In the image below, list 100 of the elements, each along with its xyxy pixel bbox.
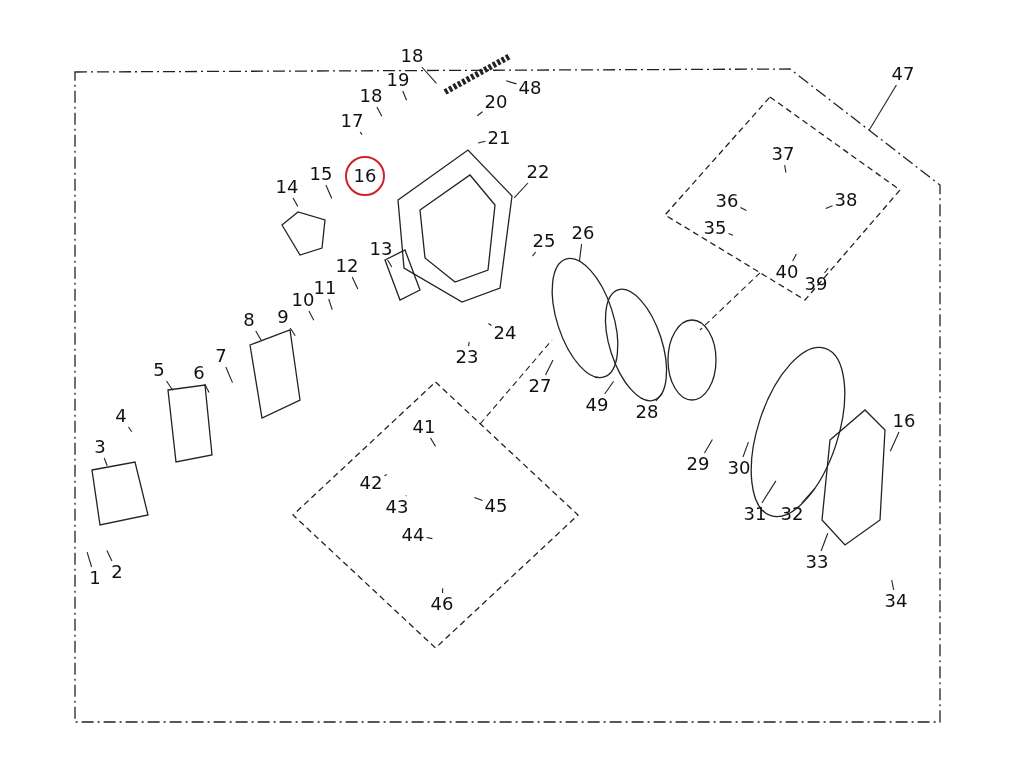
callout-number: 2 (110, 562, 124, 582)
callout-number: 28 (634, 402, 660, 422)
leader-line (421, 66, 438, 84)
callout-number: 18 (399, 46, 425, 66)
leader-line (891, 579, 895, 591)
leader-line (761, 480, 777, 504)
callout-number: 9 (276, 307, 290, 327)
leader-line (106, 549, 113, 562)
callout-number: 36 (714, 191, 740, 211)
leader-line (784, 164, 787, 174)
callout-number: 26 (570, 223, 596, 243)
callout-number: 16 (891, 411, 917, 431)
leader-line (292, 197, 299, 207)
leader-line (820, 532, 829, 552)
callout-number: 20 (483, 92, 509, 112)
leader-line (578, 243, 583, 262)
leader-line (703, 438, 713, 454)
leader-line (531, 251, 537, 257)
leader-line (727, 232, 734, 236)
leader-line (225, 366, 234, 384)
leader-line (801, 487, 816, 504)
leader-line (468, 341, 470, 347)
callout-number: 22 (525, 162, 551, 182)
callout-number: 33 (804, 552, 830, 572)
leader-line (544, 359, 554, 376)
leader-line (86, 551, 93, 568)
leader-line (376, 106, 383, 117)
callout-number: 17 (339, 111, 365, 131)
leader-line (127, 426, 133, 433)
callout-number: 19 (385, 70, 411, 90)
leader-line (792, 253, 797, 262)
callout-number: 24 (492, 323, 518, 343)
leader-line (204, 383, 210, 393)
leader-line (383, 473, 388, 477)
callout-number: 23 (454, 347, 480, 367)
callout-number: 34 (883, 591, 909, 611)
leader-line (103, 457, 108, 467)
leader-line (328, 298, 333, 311)
leader-line (477, 140, 487, 144)
leader-line (823, 267, 829, 274)
leader-line (405, 494, 407, 497)
leader-line (441, 587, 444, 594)
callout-number: 7 (214, 346, 228, 366)
callout-number: 27 (527, 376, 553, 396)
callout-number: 29 (685, 454, 711, 474)
callout-number: 6 (192, 363, 206, 383)
leader-line (325, 184, 333, 200)
leader-line (402, 90, 408, 101)
callout-number: 25 (531, 231, 557, 251)
callout-number: 47 (890, 64, 916, 84)
leader-line (473, 496, 484, 502)
leader-line (359, 131, 363, 136)
callout-number: 13 (368, 239, 394, 259)
callout-number: 45 (483, 496, 509, 516)
leader-line (308, 310, 315, 321)
leader-line (825, 205, 834, 210)
callout-number: 49 (584, 395, 610, 415)
callout-number: 35 (702, 218, 728, 238)
callout-number: 40 (774, 262, 800, 282)
callout-number: 8 (242, 310, 256, 330)
callout-number: 4 (114, 406, 128, 426)
callout-number: 14 (274, 177, 300, 197)
leader-line (505, 80, 518, 85)
callout-number: 41 (411, 417, 437, 437)
leader-line (387, 259, 393, 268)
circled-callout-number: 16 (345, 156, 385, 196)
callout-number: 43 (384, 497, 410, 517)
callout-number: 39 (803, 274, 829, 294)
leader-line (487, 323, 493, 326)
callout-number: 30 (726, 458, 752, 478)
callout-number: 1 (88, 568, 102, 588)
leader-line (476, 111, 484, 117)
leader-line (739, 206, 747, 211)
callout-number: 44 (400, 525, 426, 545)
subassembly-boundary (665, 97, 900, 300)
leader-line (351, 276, 359, 290)
leader-line (655, 392, 663, 402)
dashed-connector (699, 272, 761, 331)
callout-number: 46 (429, 594, 455, 614)
callout-number: 3 (93, 437, 107, 457)
callout-number: 37 (770, 144, 796, 164)
callout-number: 42 (358, 473, 384, 493)
leader-line (889, 431, 900, 452)
leader-line (255, 330, 262, 341)
callout-number: 31 (742, 504, 768, 524)
callout-number: 18 (358, 86, 384, 106)
callout-number: 21 (486, 128, 512, 148)
leader-line (742, 441, 749, 458)
callout-number: 48 (517, 78, 543, 98)
leader-line (425, 536, 433, 540)
assembly-boundary (75, 69, 940, 722)
callout-number: 12 (334, 256, 360, 276)
callout-number: 38 (833, 190, 859, 210)
leader-line (513, 182, 529, 199)
leader-line (604, 380, 615, 395)
leader-line (165, 380, 174, 391)
callout-number: 5 (152, 360, 166, 380)
leader-line (868, 84, 897, 131)
leader-line (289, 327, 296, 337)
leader-line (429, 437, 437, 447)
